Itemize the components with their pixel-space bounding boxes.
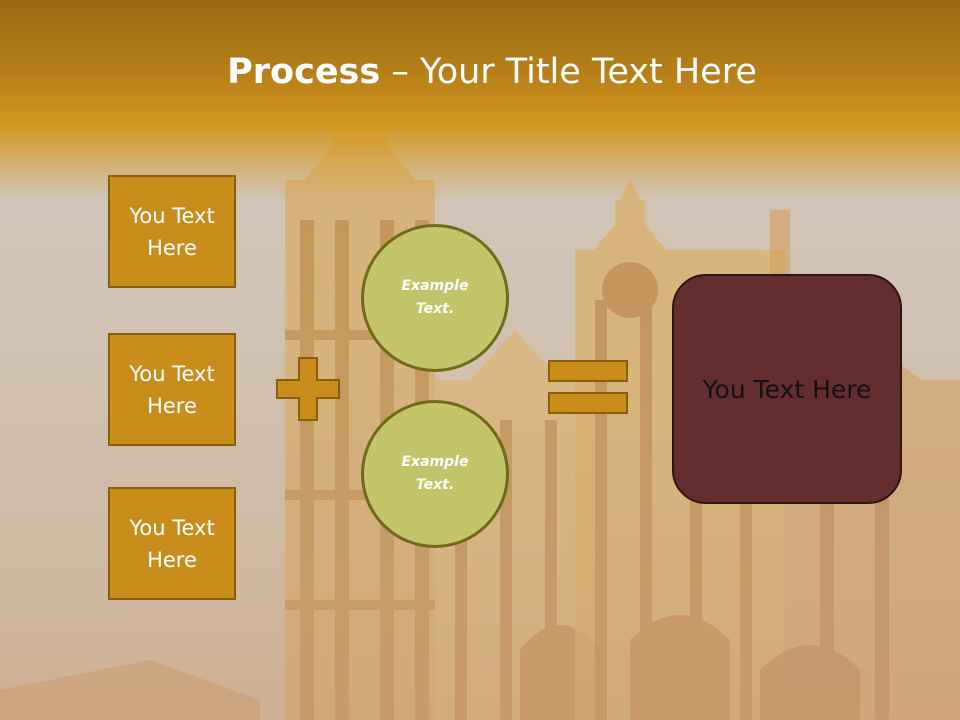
title-bold: Process <box>227 52 381 92</box>
side-box-2[interactable]: You Text Here <box>108 333 236 446</box>
result-box[interactable]: You Text Here <box>672 274 902 504</box>
equals-icon <box>548 360 628 414</box>
example-circle-1[interactable]: Example Text. <box>361 224 509 372</box>
side-box-1[interactable]: You Text Here <box>108 175 236 288</box>
page-title: Process – Your Title Text Here <box>0 52 960 92</box>
header-band <box>0 0 960 200</box>
plus-icon <box>276 357 340 421</box>
title-rest: – Your Title Text Here <box>380 52 757 92</box>
example-circle-2[interactable]: Example Text. <box>361 400 509 548</box>
side-box-3[interactable]: You Text Here <box>108 487 236 600</box>
